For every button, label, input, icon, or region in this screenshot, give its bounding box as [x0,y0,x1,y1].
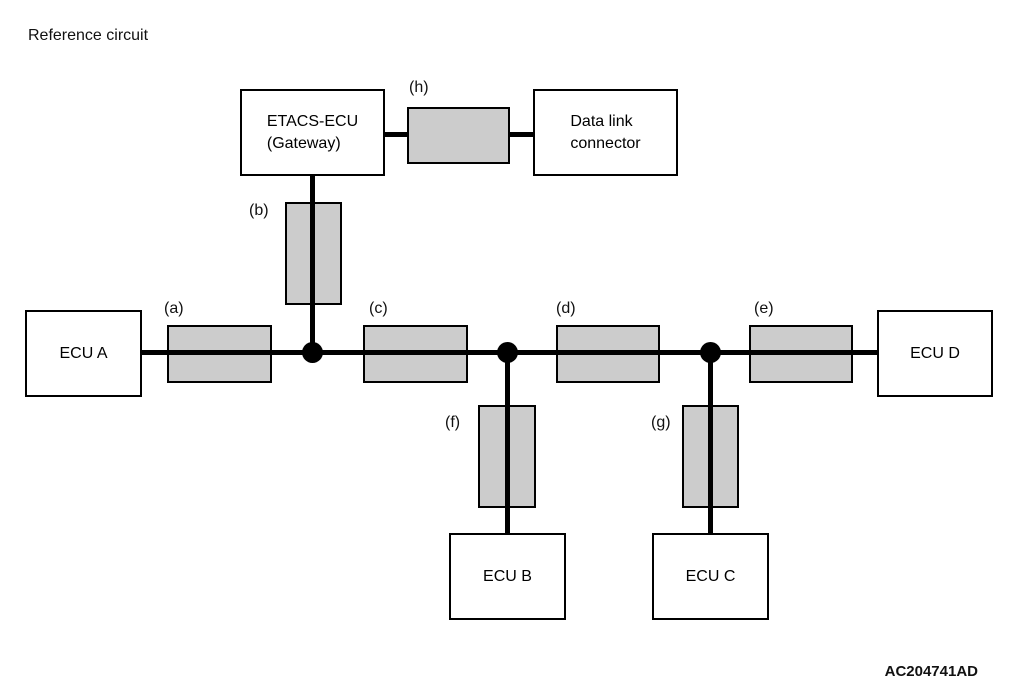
node-etacs-ecu-gateway: ETACS-ECU (Gateway) [240,89,385,176]
segment-h [407,107,510,164]
node-etacs-label-line2: (Gateway) [266,134,341,152]
diagram-title: Reference circuit [28,27,149,44]
node-ecu-b-label: ECU B [483,567,532,585]
segment-d-label: (d) [556,300,576,317]
segment-b-label: (b) [249,202,269,219]
node-dlc-label-line2: connector [570,134,641,152]
node-ecu-c-label: ECU C [685,567,736,585]
node-etacs-label-line1: ETACS-ECU [266,112,359,130]
segment-e-label: (e) [754,300,774,317]
node-ecu-a: ECU A [25,310,142,397]
wire-segment-b-vertical [310,176,315,355]
node-dlc-label-line1: Data link [570,112,633,130]
wire-segment-g-vertical [708,351,713,533]
segment-f-label: (f) [445,414,461,431]
segment-a-label: (a) [164,300,184,317]
junction-dot-1 [302,342,323,363]
segment-h-label: (h) [409,79,429,96]
node-ecu-b: ECU B [449,533,566,620]
node-ecu-c: ECU C [652,533,769,620]
junction-dot-2 [497,342,518,363]
segment-c-label: (c) [369,300,388,317]
figure-code: AC204741AD [884,663,978,680]
junction-dot-3 [700,342,721,363]
node-data-link-connector: Data link connector [533,89,678,176]
wire-segment-f-vertical [505,351,510,533]
node-ecu-d: ECU D [877,310,993,397]
segment-g-label: (g) [651,414,671,431]
node-ecu-d-label: ECU D [910,344,960,362]
node-ecu-a-label: ECU A [59,344,108,362]
